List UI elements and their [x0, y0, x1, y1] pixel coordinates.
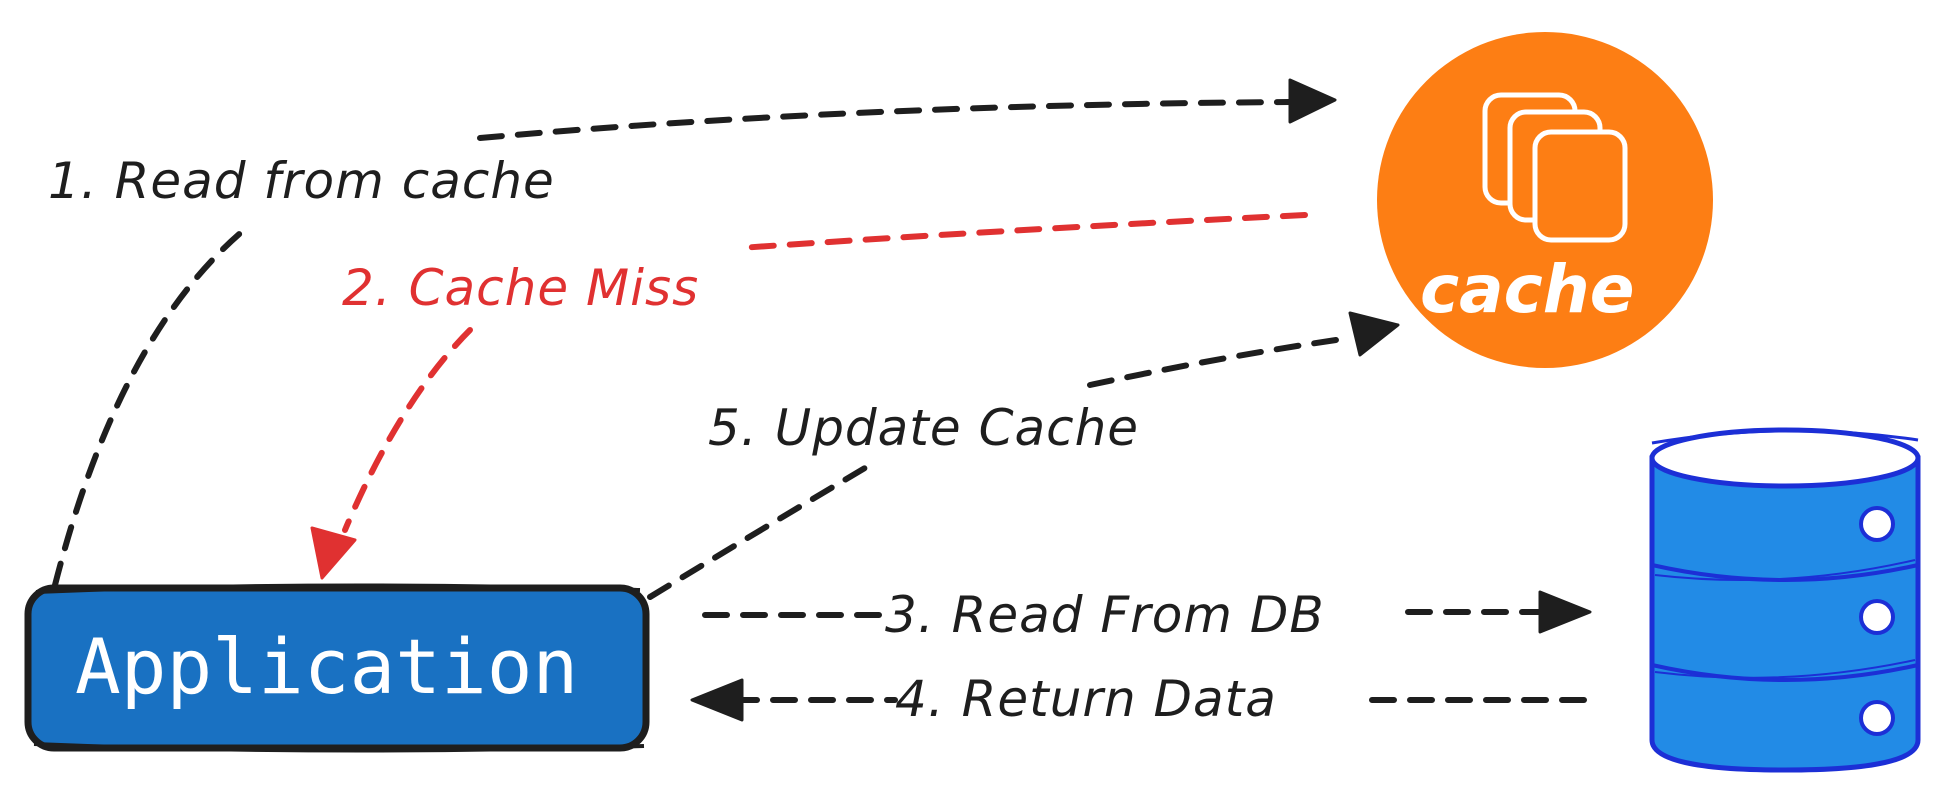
- edge-read-from-cache-line-upper: [477, 99, 1293, 141]
- application-node: Application: [24, 583, 650, 753]
- database-divider-lower: [1651, 663, 1919, 682]
- database-indicator-top: [1859, 506, 1895, 542]
- database-divider-upper-sketch: [1654, 559, 1916, 581]
- edge-update-cache-arrowhead: [1348, 311, 1400, 357]
- edge-read-from-cache-label: 1. Read from cache: [48, 152, 555, 210]
- database-icon: [1649, 427, 1921, 773]
- edge-cache-miss-line-lower: [342, 327, 473, 533]
- edge-read-from-db: 3. Read From DB: [702, 586, 1592, 644]
- edge-cache-miss-line-upper: [737, 212, 1308, 251]
- edge-cache-miss-arrowhead: [310, 526, 357, 580]
- edge-return-data: 4. Return Data: [690, 670, 1588, 728]
- database-top-sketch-line: [1651, 429, 1919, 445]
- edge-read-from-db-label: 3. Read From DB: [885, 586, 1325, 644]
- cache-label: cache: [1420, 251, 1635, 328]
- edge-update-cache-label: 5. Update Cache: [708, 399, 1139, 457]
- database-body: [1649, 455, 1921, 773]
- edge-read-from-cache-line-lower: [52, 222, 253, 588]
- edge-cache-miss: 2. Cache Miss: [310, 212, 1308, 580]
- edge-update-cache: 5. Update Cache: [647, 311, 1400, 600]
- edge-read-from-cache: 1. Read from cache: [48, 78, 1337, 588]
- database-indicator-middle: [1859, 599, 1895, 635]
- application-label: Application: [75, 622, 578, 711]
- edge-return-data-arrowhead: [690, 678, 744, 722]
- application-box: [24, 584, 650, 752]
- edge-read-from-db-arrowhead: [1538, 590, 1592, 634]
- stacked-page-front: [1532, 129, 1628, 243]
- database-divider-upper: [1651, 563, 1919, 582]
- cache-node: cache: [1377, 32, 1713, 368]
- edge-return-data-label: 4. Return Data: [895, 670, 1277, 728]
- database-divider-lower-sketch: [1654, 659, 1916, 679]
- application-box-sketch-outline: [33, 583, 645, 753]
- edge-update-cache-line-upper: [1087, 335, 1353, 388]
- database-indicator-bottom: [1859, 700, 1895, 736]
- stacked-pages-icon: [1482, 92, 1628, 243]
- edge-update-cache-line-lower: [647, 462, 873, 600]
- edge-read-from-cache-arrowhead: [1288, 78, 1337, 124]
- edge-cache-miss-label: 2. Cache Miss: [342, 259, 699, 317]
